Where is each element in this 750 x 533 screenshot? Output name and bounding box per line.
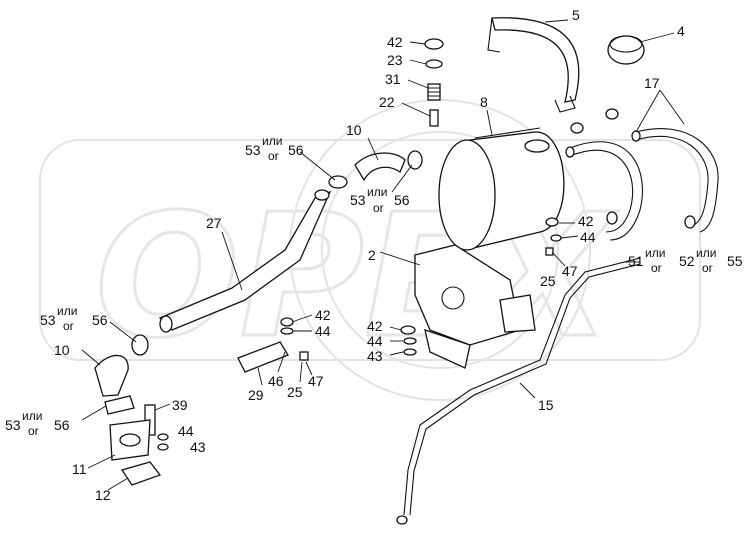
hoses <box>565 128 719 241</box>
label-or: or <box>268 149 279 163</box>
label-10-lower: 10 <box>54 342 70 358</box>
label-43: 43 <box>190 439 206 455</box>
label-47: 47 <box>308 373 324 389</box>
label-31: 31 <box>385 71 401 87</box>
label-or: or <box>63 319 74 333</box>
label-56: 56 <box>394 192 410 208</box>
center-hardware <box>237 108 696 373</box>
tank-strap <box>487 17 580 113</box>
leader-lines <box>81 19 685 491</box>
label-27: 27 <box>206 215 222 231</box>
label-22: 22 <box>379 94 395 110</box>
label-55: 55 <box>727 253 743 269</box>
label-53: 53 <box>40 312 56 328</box>
label-ili: или <box>262 134 282 148</box>
label-or: or <box>28 424 39 438</box>
label-42: 42 <box>315 307 331 323</box>
label-56: 56 <box>288 142 304 158</box>
label-11: 11 <box>72 461 87 477</box>
label-or: or <box>651 261 662 275</box>
label-39: 39 <box>172 397 188 413</box>
label-ili: или <box>367 185 387 199</box>
filler-cap <box>607 35 645 65</box>
label-51: 51 <box>628 253 644 269</box>
label-5: 5 <box>572 7 580 23</box>
label-42: 42 <box>367 318 383 334</box>
label-56: 56 <box>92 312 108 328</box>
nut-washer-stack <box>424 38 444 127</box>
label-or: or <box>373 201 384 215</box>
label-44: 44 <box>315 323 331 339</box>
label-10-upper: 10 <box>346 122 362 138</box>
label-44: 44 <box>367 333 383 349</box>
label-29: 29 <box>248 387 264 403</box>
fuel-line <box>396 257 641 525</box>
label-43: 43 <box>367 348 383 364</box>
label-52: 52 <box>679 253 695 269</box>
label-15: 15 <box>538 397 554 413</box>
label-42: 42 <box>387 34 403 50</box>
lower-left-assembly <box>94 334 169 486</box>
label-44: 44 <box>178 423 194 439</box>
label-25: 25 <box>287 384 303 400</box>
label-ili: или <box>696 246 716 260</box>
label-ili: или <box>645 246 665 260</box>
label-53: 53 <box>350 192 366 208</box>
label-17: 17 <box>644 75 660 91</box>
label-8: 8 <box>480 94 488 110</box>
label-46: 46 <box>268 373 284 389</box>
label-or: or <box>702 261 713 275</box>
label-ili: или <box>57 304 77 318</box>
label-47: 47 <box>562 263 578 279</box>
tank-bracket <box>414 244 536 369</box>
part-labels: 5 4 42 23 31 22 8 17 10 53 или or 56 53 … <box>5 7 743 503</box>
label-53: 53 <box>5 417 21 433</box>
label-42: 42 <box>578 213 594 229</box>
label-53: 53 <box>245 142 261 158</box>
label-4: 4 <box>677 23 685 39</box>
label-44: 44 <box>580 229 596 245</box>
label-23: 23 <box>387 52 403 68</box>
label-12: 12 <box>95 487 111 503</box>
label-25: 25 <box>540 273 556 289</box>
label-2: 2 <box>368 247 376 263</box>
fuel-tank <box>438 127 565 251</box>
label-56: 56 <box>54 417 70 433</box>
label-ili: или <box>22 409 42 423</box>
